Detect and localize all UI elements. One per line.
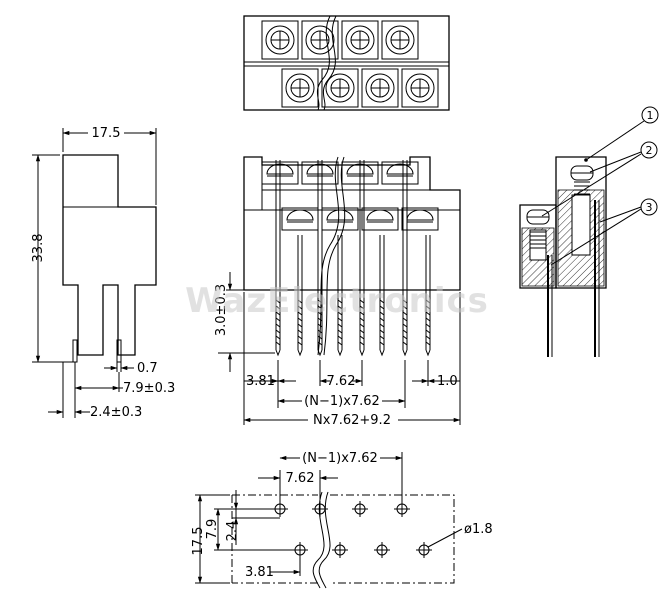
break-line: [316, 15, 331, 111]
side-height-dim: 33.8: [31, 234, 46, 263]
top-screw-lower-1: [281, 68, 319, 108]
front-pin-length-dim: 3.0±0.3: [214, 284, 229, 336]
side-width-dim: 17.5: [92, 126, 121, 141]
top-screw-lower-4: [401, 68, 439, 108]
top-screws-lower-row: [281, 68, 439, 108]
front-screws-upper-row: [261, 161, 419, 185]
footprint-hole-lower-3: [374, 542, 390, 558]
front-screw-lower-2: [321, 207, 359, 231]
front-screws-lower-row: [281, 207, 439, 231]
side-offset2-dim: 2.4±0.3: [90, 405, 142, 420]
front-total-dim: Nx7.62+9.2: [313, 413, 391, 428]
side-pin-right: [116, 339, 122, 363]
footprint-span-dim: (N−1)x7.62: [302, 451, 378, 466]
footprint-width-dim: 17.5: [191, 527, 206, 556]
front-pin-3: [317, 160, 323, 357]
top-screw-upper-2: [301, 20, 339, 60]
top-screw-upper-4: [381, 20, 419, 60]
top-screw-lower-3: [361, 68, 399, 108]
front-pins: [275, 160, 431, 357]
footprint-pitch-dim: 7.62: [286, 471, 315, 486]
footprint-hole-lower-4: [416, 542, 432, 558]
footprint-row-dim: 7.9: [205, 519, 220, 540]
section-view: 1 2 3: [519, 106, 659, 357]
front-pin-2: [297, 235, 303, 357]
callout-circle-2: [640, 141, 658, 159]
front-screw-upper-4: [381, 161, 419, 185]
front-view: 3.0±0.3 3.81 7.62 1.0 (N−1)x7.62 Nx7.62+…: [214, 156, 461, 428]
section-screw-lower: [526, 209, 550, 249]
section-lower-block: [519, 204, 557, 289]
callout-label-3: 3: [646, 201, 653, 214]
front-pin-4: [337, 235, 343, 357]
top-view-outline: [243, 15, 450, 111]
footprint-view: (N−1)x7.62 7.62 17.5 7.9 2.4 3.81 ø1.8: [191, 450, 493, 589]
watermark: WazElectronics: [185, 281, 489, 321]
callout-circle-1: [641, 106, 659, 124]
front-left-dim: 3.81: [246, 374, 275, 389]
front-pin-5: [359, 160, 365, 357]
side-view: 17.5 33.8 0.7 7.9±0.3 2.4±0.3: [31, 125, 175, 420]
footprint-holes-lower-row: [292, 542, 432, 558]
front-pin-6: [379, 235, 385, 357]
front-screw-lower-1: [281, 207, 319, 231]
front-screw-upper-2: [301, 161, 339, 185]
footprint-hole-upper-3: [352, 501, 368, 517]
footprint-holes-upper-row: [272, 501, 410, 517]
front-pitch-dim: 7.62: [327, 374, 356, 389]
side-offset1-dim: 7.9±0.3: [123, 381, 175, 396]
side-view-body: [62, 154, 157, 356]
front-screw-lower-3: [361, 207, 399, 231]
front-pin-1: [275, 160, 281, 357]
top-screw-upper-1: [261, 20, 299, 60]
side-pin-dim: 0.7: [137, 361, 158, 376]
front-pin-7: [402, 160, 408, 357]
front-pin-8: [425, 235, 431, 357]
footprint-hole-upper-2: [312, 501, 328, 517]
footprint-offset-dim: 2.4: [225, 521, 240, 542]
section-screw-upper: [570, 165, 594, 195]
top-screws-upper-row: [261, 20, 419, 60]
footprint-hole-dim: ø1.8: [464, 522, 493, 537]
footprint-outline: [232, 494, 455, 584]
front-right-dim: 1.0: [437, 374, 458, 389]
front-screw-lower-4: [401, 207, 439, 231]
callout-label-2: 2: [646, 144, 653, 157]
side-pin-left: [72, 339, 78, 363]
front-span-dim: (N−1)x7.62: [304, 394, 380, 409]
callout-label-1: 1: [647, 109, 654, 122]
top-view: [243, 15, 450, 111]
top-screw-lower-2: [321, 68, 359, 108]
top-screw-upper-3: [341, 20, 379, 60]
footprint-hole-lower-2: [332, 542, 348, 558]
footprint-left-dim: 3.81: [245, 565, 274, 580]
front-break-line: [317, 156, 340, 356]
